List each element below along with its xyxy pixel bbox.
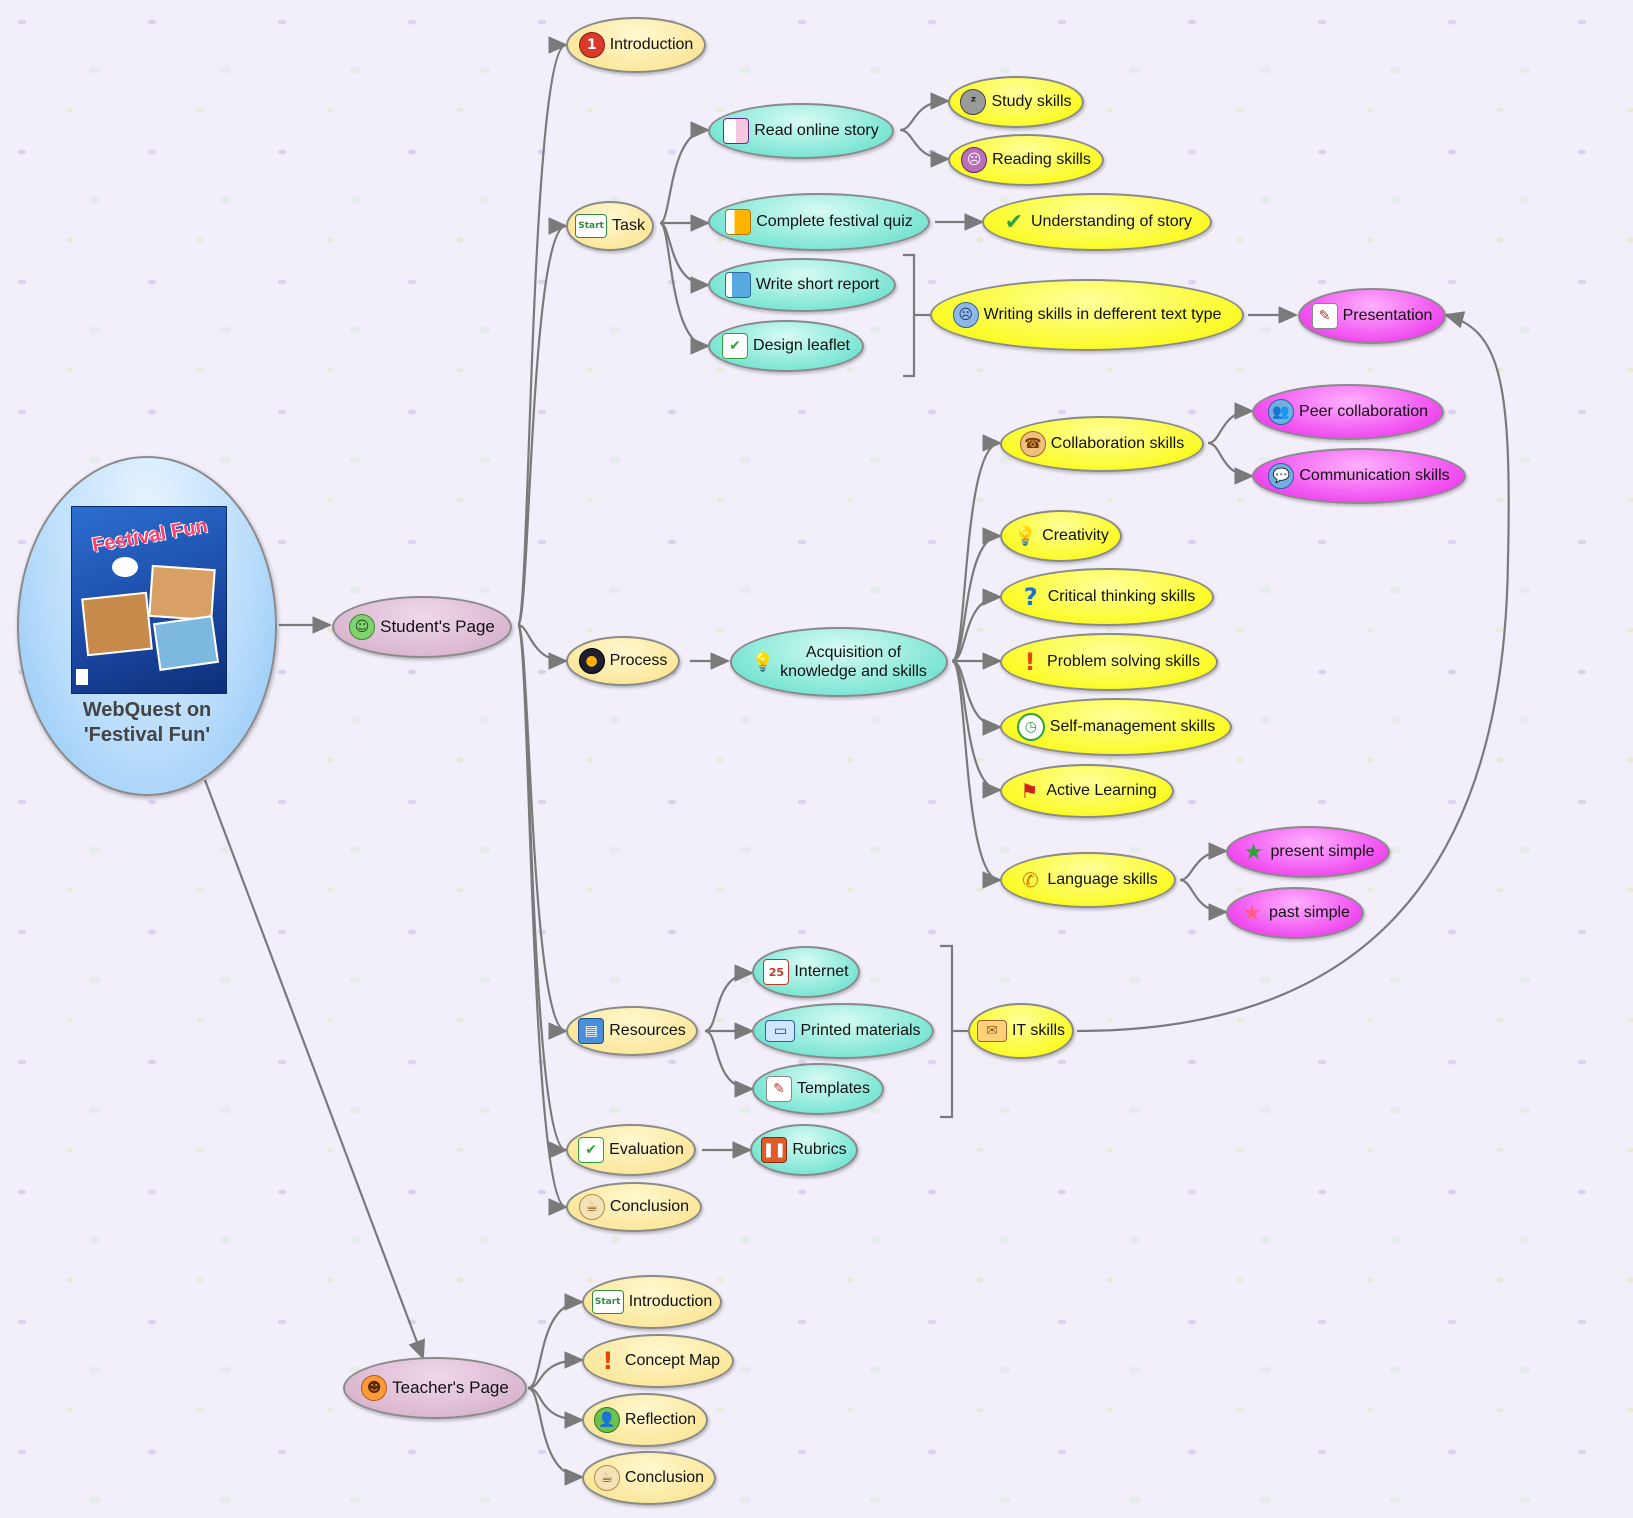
start-icon: Start bbox=[575, 214, 608, 238]
node-concept-map[interactable]: ! Concept Map bbox=[582, 1334, 734, 1388]
note-pencil-icon: ✎ bbox=[766, 1076, 793, 1102]
envelope-icon: ✉ bbox=[976, 1020, 1007, 1042]
check-icon: ✔ bbox=[1004, 209, 1024, 235]
check-icon: ✔ bbox=[722, 333, 749, 359]
exclamation-icon: ! bbox=[602, 1347, 614, 1375]
green-star-icon: ★ bbox=[1243, 839, 1264, 865]
node-language-skills[interactable]: ✆ Language skills bbox=[1000, 852, 1176, 908]
node-reading-skills[interactable]: ☹ Reading skills bbox=[948, 134, 1104, 186]
node-peer-collaboration[interactable]: 👥 Peer collaboration bbox=[1252, 384, 1444, 440]
node-communication-skills[interactable]: 💬 Communication skills bbox=[1252, 448, 1466, 504]
three-quarter-square-icon bbox=[724, 272, 751, 298]
sleepy-face-icon: ᶻ bbox=[960, 89, 987, 115]
node-conclusion[interactable]: ☕ Conclusion bbox=[566, 1182, 702, 1232]
node-creativity[interactable]: 💡 Creativity bbox=[1000, 510, 1122, 562]
node-complete-festival-quiz[interactable]: Complete festival quiz bbox=[708, 193, 930, 251]
coffee-icon: ☕ bbox=[593, 1465, 620, 1491]
lightbulb-icon: 💡 bbox=[751, 651, 775, 673]
grin-icon: ☻ bbox=[361, 1375, 388, 1401]
exclamation-icon: ! bbox=[1024, 648, 1036, 676]
chat-people-icon: 💬 bbox=[1268, 463, 1295, 489]
node-understanding-of-story[interactable]: ✔ Understanding of story bbox=[982, 193, 1212, 251]
check-icon: ✔ bbox=[578, 1137, 605, 1163]
calendar-icon: 25 bbox=[763, 959, 790, 985]
node-rubrics[interactable]: ❚❚ Rubrics bbox=[750, 1124, 858, 1176]
crying-face-icon: ☹ bbox=[952, 302, 979, 328]
node-teacher-introduction[interactable]: Start Introduction bbox=[582, 1275, 722, 1329]
phone-handset-icon: ✆ bbox=[1021, 868, 1039, 892]
node-process[interactable]: ● Process bbox=[566, 636, 680, 686]
telephone-icon: ☎ bbox=[1019, 431, 1046, 457]
question-icon: ? bbox=[1023, 583, 1038, 611]
node-teacher-conclusion[interactable]: ☕ Conclusion bbox=[582, 1451, 716, 1505]
smiley-icon: ☺ bbox=[349, 614, 376, 640]
node-introduction[interactable]: 1 Introduction bbox=[566, 17, 706, 73]
pink-star-icon: ★ bbox=[1242, 900, 1262, 926]
note-pencil-icon: ✎ bbox=[1311, 303, 1338, 329]
node-reflection[interactable]: 👤 Reflection bbox=[582, 1393, 708, 1447]
node-problem-solving[interactable]: ! Problem solving skills bbox=[1000, 633, 1218, 691]
book-cover-image: Festival Fun bbox=[71, 506, 227, 694]
bomb-icon: ● bbox=[578, 648, 605, 674]
info-1-icon: 1 bbox=[578, 32, 605, 58]
node-it-skills[interactable]: ✉ IT skills bbox=[968, 1003, 1074, 1059]
node-collaboration-skills[interactable]: ☎ Collaboration skills bbox=[1000, 416, 1204, 472]
node-teachers-page[interactable]: ☻ Teacher's Page bbox=[343, 1357, 527, 1419]
node-write-short-report[interactable]: Write short report bbox=[708, 258, 896, 312]
node-resources[interactable]: ▤ Resources bbox=[566, 1006, 698, 1056]
root-node-webquest[interactable]: Festival Fun WebQuest on 'Festival Fun' bbox=[17, 456, 277, 796]
node-study-skills[interactable]: ᶻ Study skills bbox=[948, 76, 1084, 128]
node-self-management[interactable]: ◷ Self-management skills bbox=[1000, 698, 1232, 756]
coffee-icon: ☕ bbox=[578, 1194, 605, 1220]
node-read-online-story[interactable]: Read online story bbox=[708, 103, 894, 159]
node-active-learning[interactable]: ⚑ Active Learning bbox=[1000, 764, 1174, 818]
publisher-logo bbox=[76, 669, 88, 685]
node-templates[interactable]: ✎ Templates bbox=[752, 1063, 884, 1115]
person-icon: 👤 bbox=[593, 1407, 620, 1433]
start-icon: Start bbox=[591, 1290, 624, 1314]
node-past-simple[interactable]: ★ past simple bbox=[1226, 887, 1364, 939]
node-presentation[interactable]: ✎ Presentation bbox=[1298, 288, 1446, 344]
node-critical-thinking[interactable]: ? Critical thinking skills bbox=[1000, 568, 1214, 626]
people-icon: 👥 bbox=[1268, 399, 1295, 425]
node-present-simple[interactable]: ★ present simple bbox=[1226, 826, 1390, 878]
printer-icon: ▤ bbox=[578, 1018, 605, 1044]
cover-title: Festival Fun bbox=[90, 515, 210, 557]
node-evaluation[interactable]: ✔ Evaluation bbox=[566, 1124, 696, 1176]
node-design-leaflet[interactable]: ✔ Design leaflet bbox=[708, 320, 864, 372]
surprised-face-icon: ☹ bbox=[961, 147, 988, 173]
node-writing-skills[interactable]: ☹ Writing skills in defferent text type bbox=[930, 279, 1244, 351]
lightbulb-icon: 💡 bbox=[1013, 525, 1037, 547]
node-students-page[interactable]: ☺ Student's Page bbox=[332, 596, 512, 658]
node-task[interactable]: Start Task bbox=[566, 201, 654, 251]
pause-icon: ❚❚ bbox=[761, 1137, 788, 1163]
half-square-icon bbox=[725, 209, 752, 235]
quarter-square-icon bbox=[723, 118, 750, 144]
flag-icon: ⚑ bbox=[1020, 779, 1039, 803]
root-title: WebQuest on 'Festival Fun' bbox=[82, 699, 212, 746]
id-card-icon: ▭ bbox=[765, 1020, 796, 1042]
node-printed-materials[interactable]: ▭ Printed materials bbox=[752, 1003, 934, 1059]
node-internet[interactable]: 25 Internet bbox=[752, 946, 860, 998]
clock-icon: ◷ bbox=[1016, 713, 1045, 741]
